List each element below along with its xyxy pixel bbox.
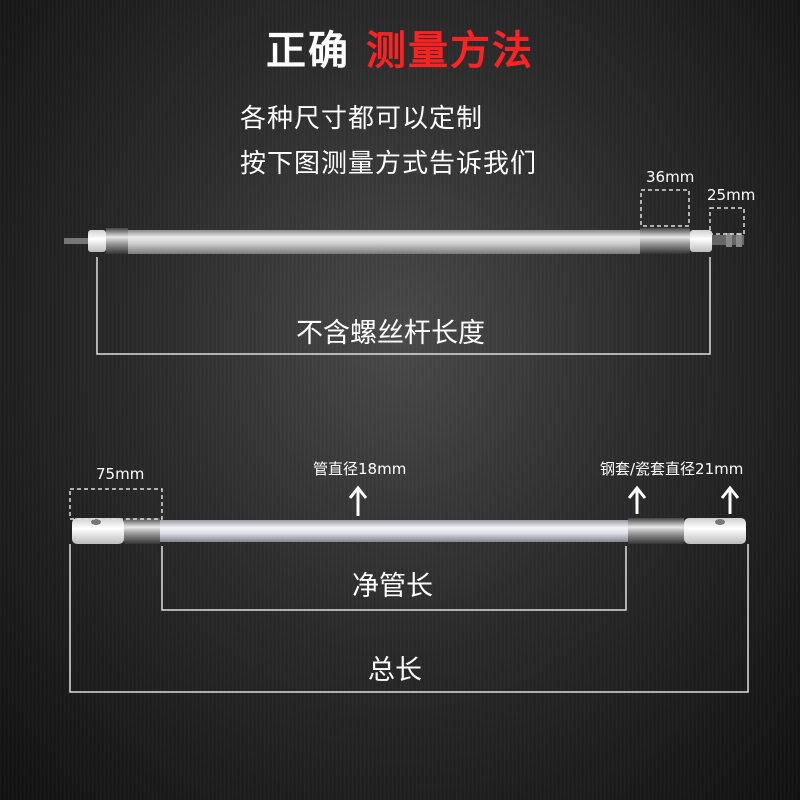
cap-width-marker xyxy=(640,189,690,227)
tube-diameter-arrow xyxy=(348,485,368,516)
subtitle-line-1: 各种尺寸都可以定制 xyxy=(240,104,484,134)
ceramic-diameter-arrow xyxy=(720,485,740,514)
left-screw-rod xyxy=(64,238,92,244)
right-metal-cap xyxy=(640,228,690,254)
subtitle-line-2: 按下图测量方式告诉我们 xyxy=(240,149,538,179)
bottom-quartz-tube xyxy=(160,520,628,542)
right-steel-sleeve xyxy=(628,518,684,544)
cap-width-label: 36mm xyxy=(646,168,695,186)
top-length-bracket xyxy=(96,257,711,355)
top-length-label: 不含螺丝杆长度 xyxy=(296,318,485,349)
right-ceramic-end xyxy=(690,230,712,252)
title-prefix: 正确 xyxy=(266,28,351,74)
screw-width-marker xyxy=(709,207,745,235)
right-ceramic-sleeve xyxy=(684,518,746,544)
page-title: 正确 测量方法 xyxy=(0,18,800,76)
net-length-label: 净管长 xyxy=(352,571,433,602)
total-length-label: 总长 xyxy=(368,655,422,686)
top-quartz-tube xyxy=(128,230,640,254)
end-width-marker xyxy=(69,488,163,520)
title-highlight: 测量方法 xyxy=(365,28,534,74)
left-metal-cap xyxy=(106,228,128,254)
total-length-bracket xyxy=(69,544,749,693)
sleeve-diameter-label: 钢套/瓷套直径21mm xyxy=(600,460,744,478)
left-ceramic-end xyxy=(88,230,106,252)
left-ceramic-sleeve xyxy=(72,518,124,544)
tube-diameter-label: 管直径18mm xyxy=(313,460,407,478)
left-steel-sleeve xyxy=(124,518,160,544)
sleeve-diameter-arrow xyxy=(627,485,647,514)
bottom-heater-tube xyxy=(72,518,746,544)
screw-width-label: 25mm xyxy=(707,186,756,204)
top-heater-tube xyxy=(64,228,744,254)
net-length-bracket xyxy=(161,546,627,611)
end-width-label: 75mm xyxy=(96,465,145,483)
